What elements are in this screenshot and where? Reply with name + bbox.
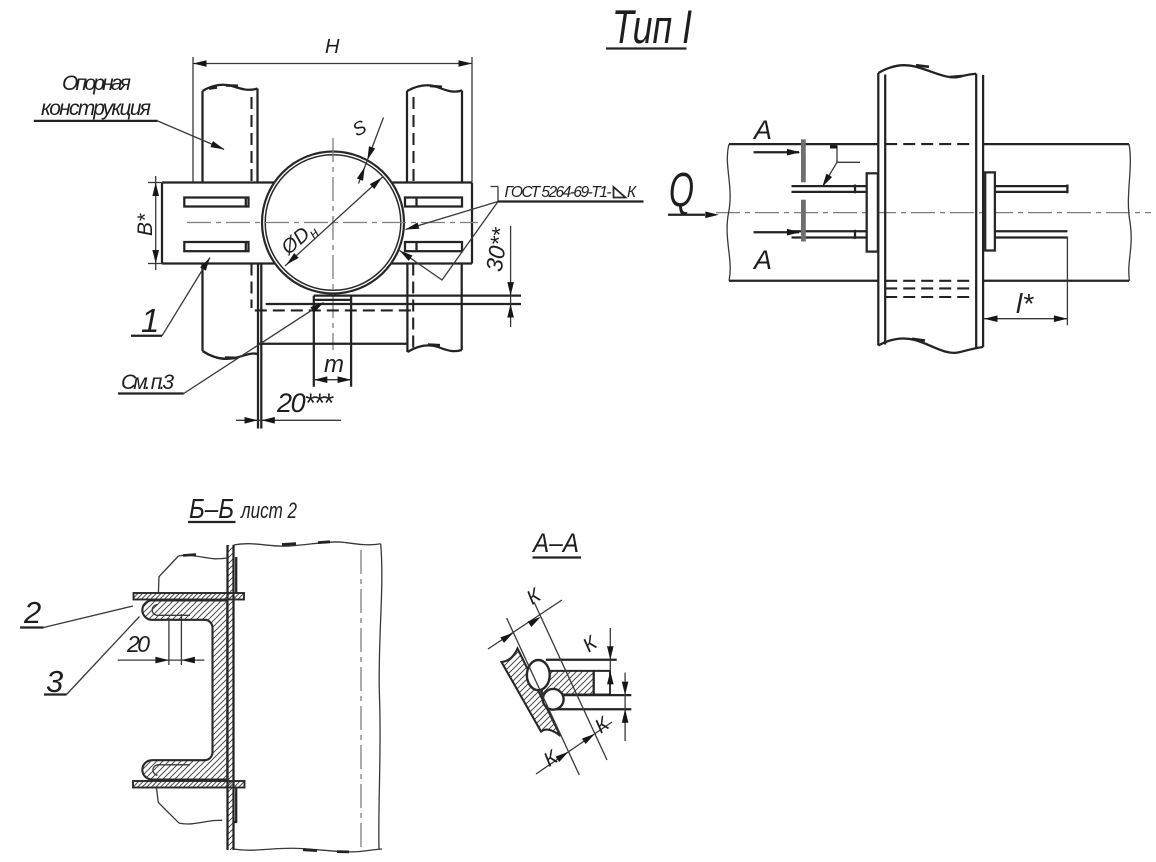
svg-text:Опорная: Опорная xyxy=(62,72,131,95)
svg-text:B*: B* xyxy=(134,213,157,236)
svg-text:20: 20 xyxy=(126,631,150,657)
svg-text:1: 1 xyxy=(141,302,159,339)
svg-text:20***: 20*** xyxy=(276,388,334,418)
svg-text:ГОСТ 5264-69-Т1-: ГОСТ 5264-69-Т1- xyxy=(505,184,612,201)
svg-text:l*: l* xyxy=(1016,288,1034,319)
svg-text:А: А xyxy=(752,245,772,275)
svg-text:Б–Б: Б–Б xyxy=(189,493,234,524)
svg-text:А–А: А–А xyxy=(531,528,579,558)
svg-text:Q: Q xyxy=(669,165,694,218)
svg-text:m: m xyxy=(324,351,344,378)
svg-text:2: 2 xyxy=(23,595,41,630)
svg-text:лист 2: лист 2 xyxy=(239,498,297,523)
svg-text:Тип I: Тип I xyxy=(612,0,692,53)
svg-text:3: 3 xyxy=(46,664,63,699)
svg-text:См. п.3: См. п.3 xyxy=(121,371,174,394)
svg-text:H: H xyxy=(325,36,340,58)
svg-text:К: К xyxy=(627,184,637,201)
svg-text:конструкция: конструкция xyxy=(41,97,151,120)
svg-text:А: А xyxy=(752,115,772,145)
